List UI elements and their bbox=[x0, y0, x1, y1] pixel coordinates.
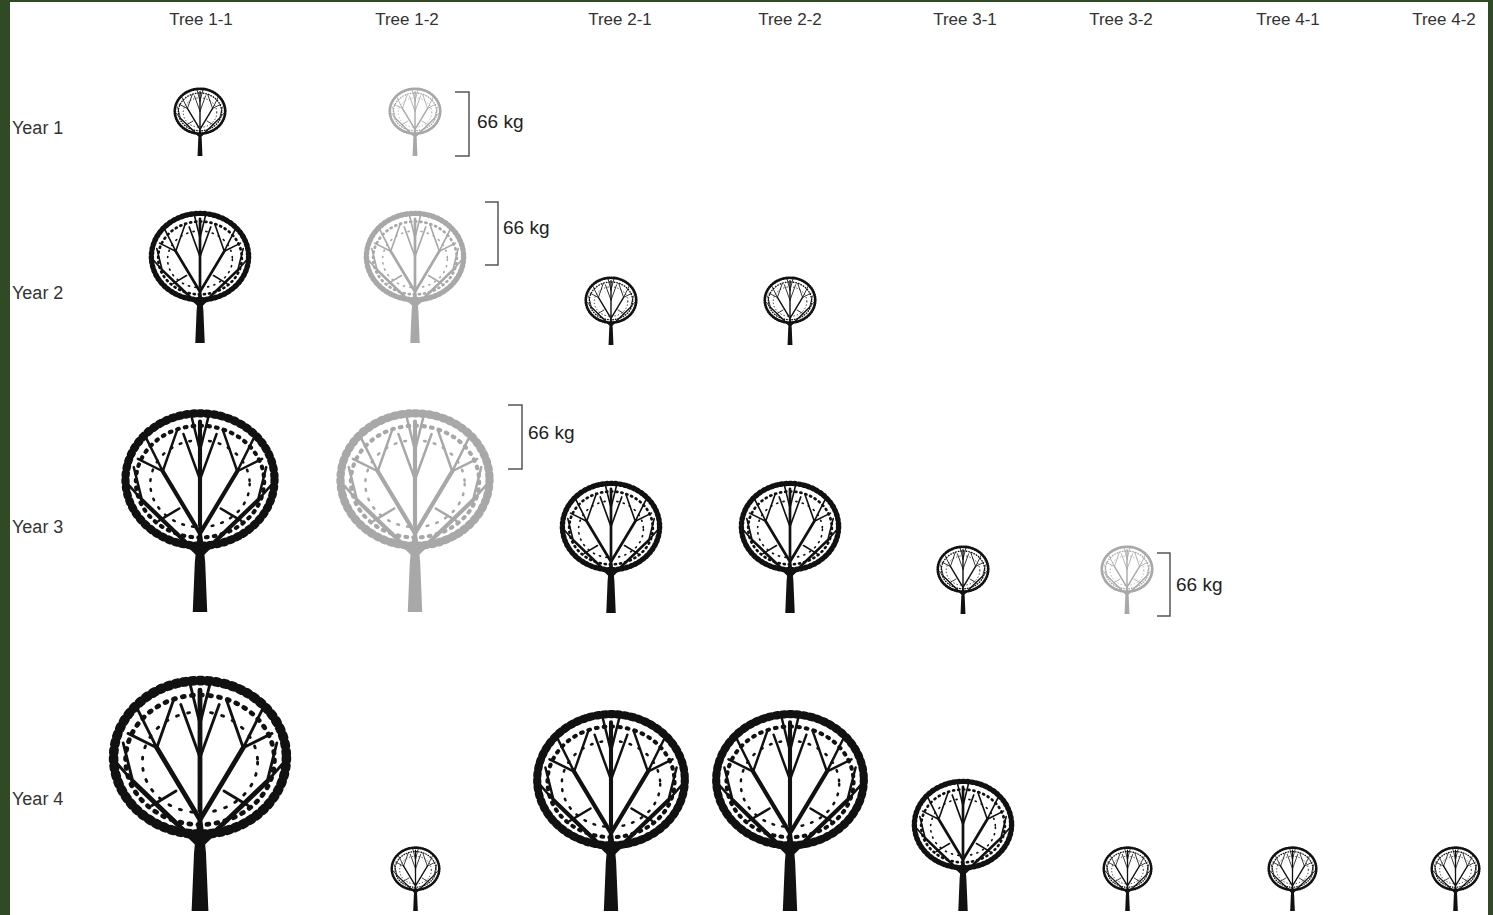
column-header: Tree 4-2 bbox=[1412, 10, 1476, 30]
column-header: Tree 1-1 bbox=[169, 10, 233, 30]
mass-label: 66 kg bbox=[528, 422, 574, 444]
column-header: Tree 2-1 bbox=[588, 10, 652, 30]
column-header: Tree 1-2 bbox=[375, 10, 439, 30]
column-header: Tree 2-2 bbox=[758, 10, 822, 30]
column-header: Tree 4-1 bbox=[1256, 10, 1320, 30]
mass-label: 66 kg bbox=[1176, 574, 1222, 596]
row-label: Year 4 bbox=[12, 789, 63, 810]
row-label: Year 1 bbox=[12, 118, 63, 139]
mass-label: 66 kg bbox=[477, 111, 523, 133]
column-header: Tree 3-2 bbox=[1089, 10, 1153, 30]
mass-label: 66 kg bbox=[503, 217, 549, 239]
column-header: Tree 3-1 bbox=[933, 10, 997, 30]
row-label: Year 3 bbox=[12, 517, 63, 538]
row-label: Year 2 bbox=[12, 283, 63, 304]
